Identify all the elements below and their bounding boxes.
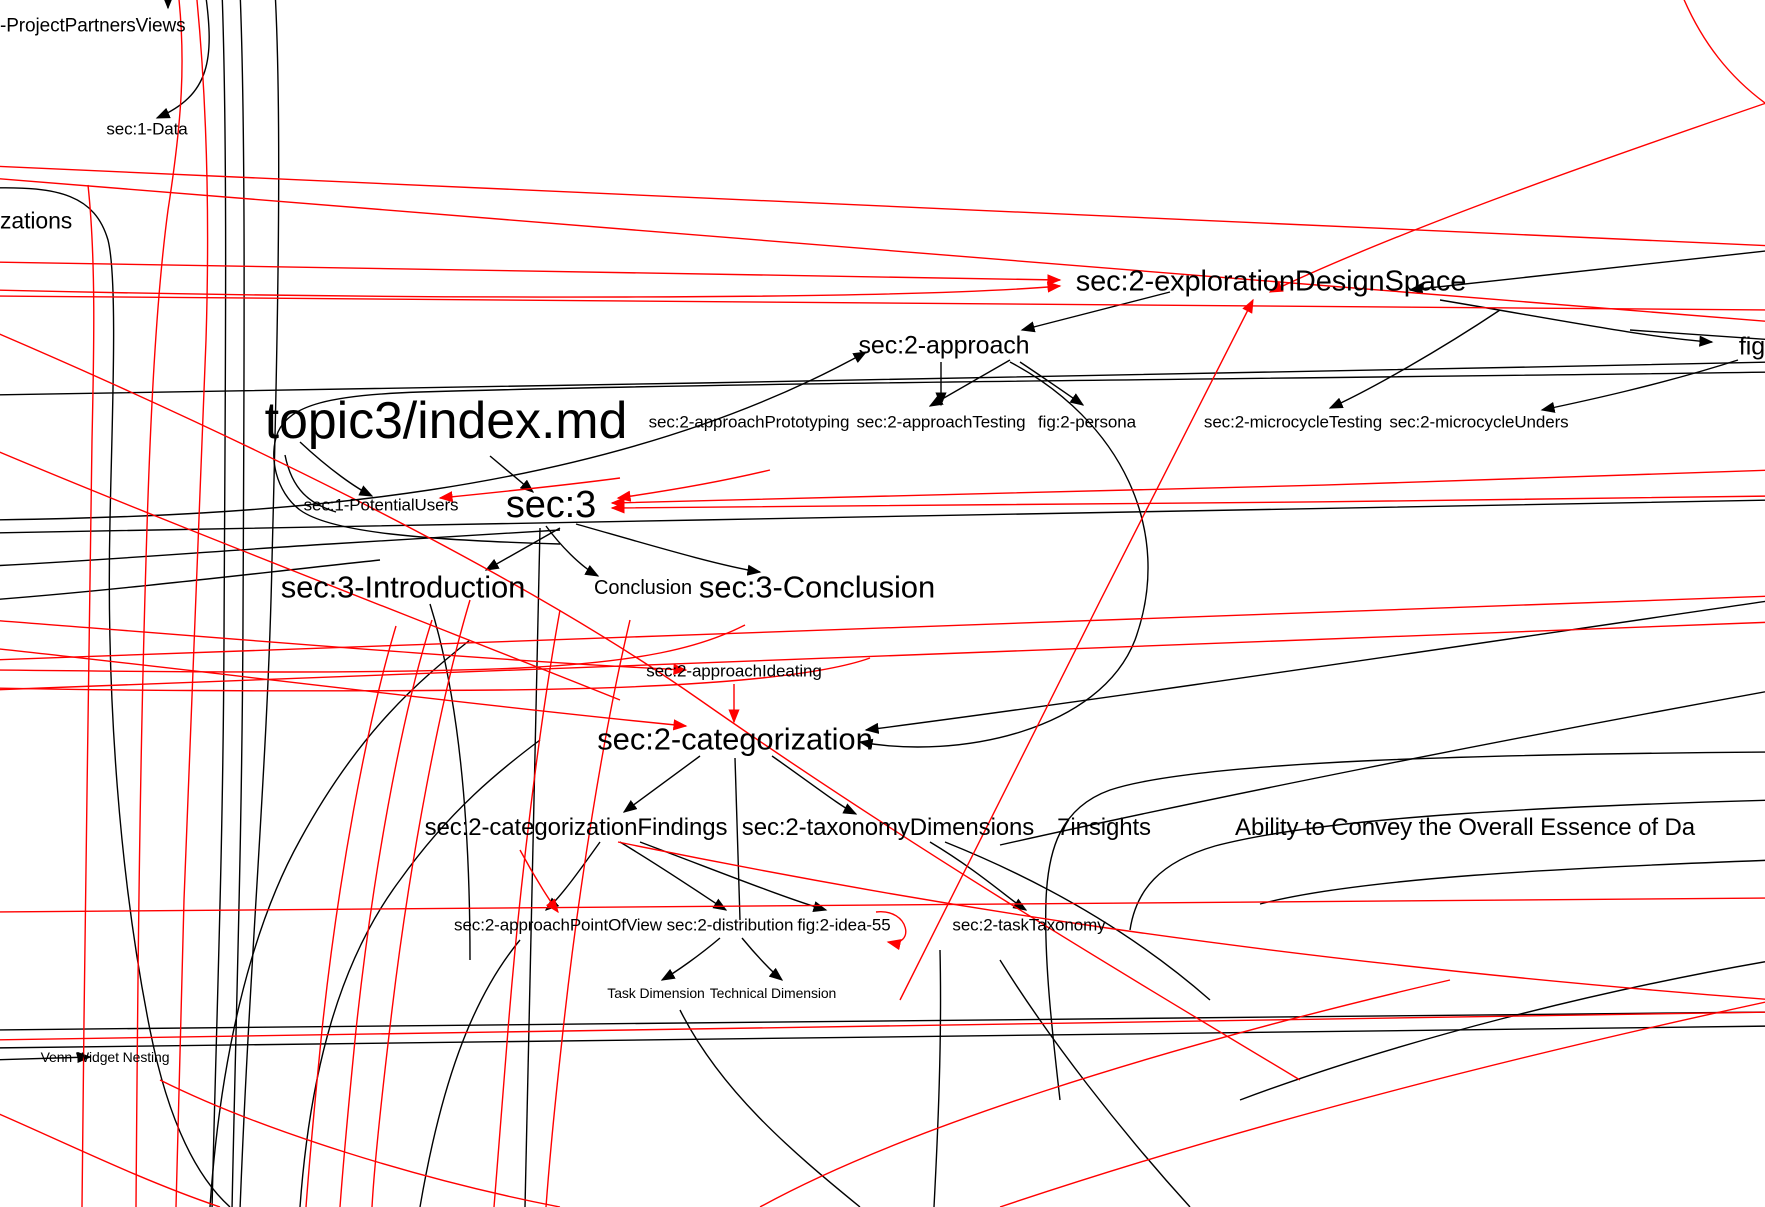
graph-node-n14[interactable]: sec:3 — [506, 486, 596, 524]
graph-node-label: Ability to Convey the Overall Essence of… — [1235, 814, 1695, 841]
graph-node-n19[interactable]: sec:2-categorization — [597, 721, 873, 757]
graph-node-n6[interactable]: fig — [1738, 332, 1765, 361]
graph-node-n22[interactable]: 7insights — [1057, 816, 1151, 840]
graph-node-label: sec:2-taskTaxonomy — [952, 915, 1106, 935]
graph-node-n21[interactable]: sec:2-taxonomyDimensions — [742, 816, 1034, 840]
graph-node-label: sec:2-approachIdeating — [646, 661, 822, 681]
graph-node-label: topic3/index.md — [264, 392, 628, 450]
graph-node-label: Technical Dimension — [709, 985, 837, 1001]
graph-node-label: sec:2-microcycleUnders — [1389, 412, 1569, 432]
graph-node-n1[interactable]: -ProjectPartnersViews — [0, 17, 186, 36]
graph-node-n17[interactable]: sec:3-Conclusion — [699, 572, 935, 603]
graph-node-label: sec:2-distribution — [666, 915, 794, 935]
graph-node-label: sec:2-microcycleTesting — [1203, 412, 1383, 432]
graph-node-label: sec:2-approach — [858, 331, 1030, 360]
graph-node-label: sec:2-approachTesting — [856, 412, 1026, 432]
graph-node-n8[interactable]: sec:2-approachPrototyping — [649, 414, 850, 431]
graph-node-label: sec:2-taxonomyDimensions — [741, 814, 1035, 841]
graph-node-n27[interactable]: sec:2-taskTaxonomy — [952, 917, 1105, 934]
graph-node-n30[interactable]: Venn Widget Nesting — [41, 1050, 170, 1064]
graph-node-n5[interactable]: sec:2-approach — [858, 331, 1030, 360]
graph-node-n4[interactable]: sec:2-explorationDesignSpace — [1075, 265, 1467, 298]
graph-node-label: sec:2-categorization — [597, 721, 873, 757]
graph-node-label: Venn Widget Nesting — [40, 1049, 170, 1065]
graph-node-label: fig:2-idea-55 — [797, 915, 891, 935]
graph-node-label: -ProjectPartnersViews — [0, 15, 186, 37]
graph-node-label: sec:2-approachPrototyping — [648, 412, 850, 432]
graph-node-label: sec:2-approachPointOfView — [454, 915, 662, 935]
graph-node-n18[interactable]: sec:2-approachIdeating — [646, 661, 822, 681]
graph-node-n20[interactable]: sec:2-categorizationFindings — [425, 816, 728, 840]
graph-node-label: sec:3 — [505, 484, 597, 526]
graph-node-n23[interactable]: Ability to Convey the Overall Essence of… — [1235, 816, 1695, 840]
graph-node-label: Task Dimension — [607, 985, 705, 1001]
graph-node-n24[interactable]: sec:2-approachPointOfView — [454, 917, 662, 934]
graph-node-label: sec:2-explorationDesignSpace — [1075, 265, 1467, 298]
graph-node-label: Conclusion — [594, 577, 692, 599]
graph-node-n9[interactable]: sec:2-approachTesting — [857, 414, 1026, 431]
graph-node-n26[interactable]: fig:2-idea-55 — [797, 917, 890, 934]
graph-node-n3[interactable]: zations — [0, 207, 73, 234]
graph-node-n28[interactable]: Task Dimension — [607, 985, 705, 1001]
graph-node-label: sec:3-Conclusion — [698, 569, 936, 605]
graph-node-n10[interactable]: fig:2-persona — [1038, 414, 1136, 431]
graph-node-n16[interactable]: Conclusion — [594, 578, 692, 598]
graph-node-label: sec:2-categorizationFindings — [424, 814, 728, 841]
graph-node-n2[interactable]: sec:1-Data — [106, 121, 187, 138]
graph-node-label: fig — [1738, 332, 1765, 361]
graph-node-n29[interactable]: Technical Dimension — [710, 986, 837, 1000]
graph-node-label: sec:3-Introduction — [280, 569, 526, 605]
graph-node-n7[interactable]: topic3/index.md — [265, 395, 628, 447]
graph-node-n13[interactable]: sec:1-PotentialUsers — [304, 497, 459, 514]
graph-node-label: 7insights — [1057, 814, 1151, 841]
graph-node-n12[interactable]: sec:2-microcycleUnders — [1389, 414, 1568, 431]
graph-node-label: zations — [0, 207, 73, 234]
graph-node-label: sec:1-Data — [106, 119, 188, 139]
graph-node-label: fig:2-persona — [1038, 412, 1136, 432]
graph-node-n11[interactable]: sec:2-microcycleTesting — [1204, 414, 1382, 431]
graph-node-n15[interactable]: sec:3-Introduction — [281, 572, 526, 603]
graph-node-label: sec:1-PotentialUsers — [303, 495, 459, 515]
graph-node-n25[interactable]: sec:2-distribution — [667, 917, 794, 934]
